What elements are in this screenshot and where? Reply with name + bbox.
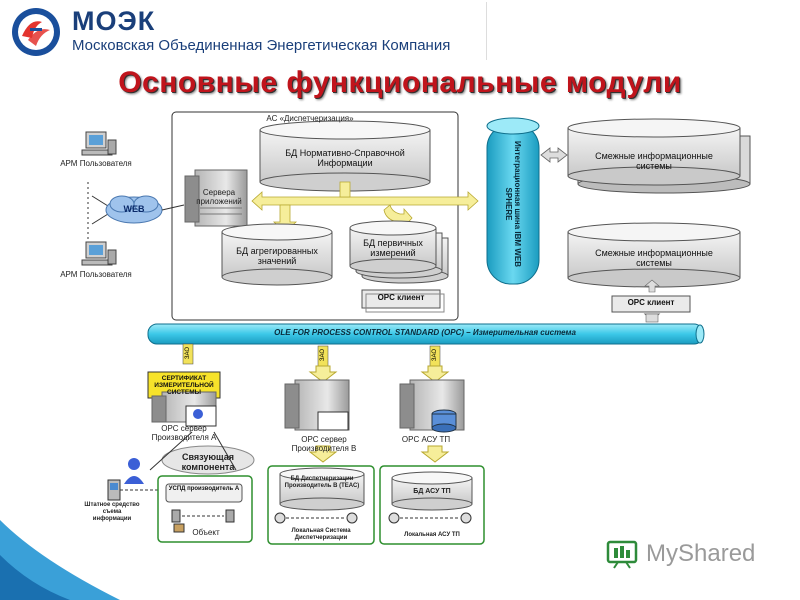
db-aggregated-cylinder — [221, 223, 333, 286]
web-cloud-icon — [105, 195, 163, 224]
tcp-label-c: ЗАО — [432, 348, 438, 362]
app-servers-label: Сервера приложений — [196, 188, 242, 206]
logo-abbr: МОЭК — [72, 6, 156, 36]
person-icon — [124, 458, 144, 484]
integration-bus — [486, 117, 540, 285]
object-label: Объект — [192, 528, 220, 537]
tcp-label-a: ЗАО — [185, 346, 191, 360]
db-aggregated-label: БД агрегированных значений — [236, 246, 318, 266]
db-asu-label: БД АСУ ТП — [413, 488, 451, 495]
local-asu-label: Локальная АСУ ТП — [404, 532, 460, 538]
app-server-icon — [184, 169, 248, 227]
opc-server-a-label: OPC сервер Производителя А — [151, 424, 217, 442]
db-dispatch-b-label: БД Диспетчеризации Производитель В (ТЕАС… — [284, 476, 360, 489]
opc-server-b-icon — [284, 379, 350, 431]
watermark: MyShared — [606, 536, 776, 572]
opc-asu-server-icon — [399, 379, 465, 433]
tcp-label-b: ЗАО — [320, 348, 326, 362]
bus-adjacent-double-arrow — [540, 147, 568, 163]
adjacent-systems-2 — [567, 222, 741, 288]
adjacent-systems-1-label: Смежные информационные системы — [595, 151, 713, 171]
certificate-label: СЕРТИФИКАТ ИЗМЕРИТЕЛЬНОЙ СИСТЕМЫ — [154, 375, 214, 396]
arrow-bus-to-asu — [420, 365, 450, 383]
opc-client-right-label: OPC клиент — [627, 298, 675, 307]
computer-icon-top — [81, 131, 117, 156]
opc-client-right-box — [611, 295, 691, 313]
uspd-box — [165, 483, 243, 503]
db-nsi-label: БД Нормативно-Справочной Информации — [285, 148, 405, 168]
page-title: Основные функциональные модули — [118, 66, 682, 99]
db-primary-label: БД первичных измерений — [363, 238, 423, 258]
as-dispatch-label: АС «Диспетчеризация» — [266, 114, 354, 123]
arm-user-bottom-label: АРМ Пользователя — [60, 270, 132, 279]
arrow-bus-to-server-b — [308, 365, 338, 383]
watermark-text: MyShared — [646, 540, 756, 567]
header-divider — [486, 2, 487, 60]
company-name: Московская Объединенная Энергетическая К… — [72, 37, 451, 54]
header: МОЭК Московская Объединенная Энергетичес… — [0, 0, 800, 62]
meter-icons-b — [274, 512, 358, 524]
linking-component-label: Связующая компонента — [181, 452, 235, 472]
adjacent-systems-1 — [567, 118, 751, 194]
db-primary-stack — [349, 220, 449, 284]
opc-asu-tp-label: OPC АСУ ТП — [401, 435, 451, 444]
uspd-label: УСПД производитель А — [168, 486, 240, 492]
db-asu-cylinder — [391, 471, 473, 511]
opc-client-left-label: OPC клиент — [377, 293, 425, 302]
adjacent-systems-2-label: Смежные информационные системы — [595, 248, 713, 268]
myshared-logo-icon — [606, 540, 638, 569]
moek-logo-icon — [12, 8, 60, 56]
linking-component-cloud — [161, 445, 255, 475]
meter-icons-c — [388, 512, 472, 524]
db-dispatch-b-cylinder — [279, 467, 365, 511]
handheld-device-icon — [107, 479, 121, 501]
opc-bus-label: OLE FOR PROCESS CONTROL STANDARD (OPC) –… — [274, 328, 576, 337]
integration-bus-label: Интеграционная шина IBM WEB SPHERE — [504, 141, 522, 267]
standard-tool-label: Штатное средство съема информации — [84, 502, 140, 522]
computer-icon-bottom — [81, 241, 117, 266]
db-nsi-cylinder — [259, 120, 431, 192]
web-label: WEB — [123, 204, 145, 214]
meter-icons-a — [171, 509, 235, 533]
local-dispatch-label: Локальная Система Диспетчеризации — [291, 528, 351, 541]
arm-user-top-label: АРМ Пользователя — [60, 159, 132, 168]
opc-bus — [147, 323, 705, 345]
opc-server-a-icon — [151, 391, 217, 427]
tcp-tag-a — [182, 343, 194, 365]
adjacent-opc-arrow — [644, 279, 660, 293]
opc-server-b-label: OPC сервер Производителя В — [291, 435, 357, 453]
